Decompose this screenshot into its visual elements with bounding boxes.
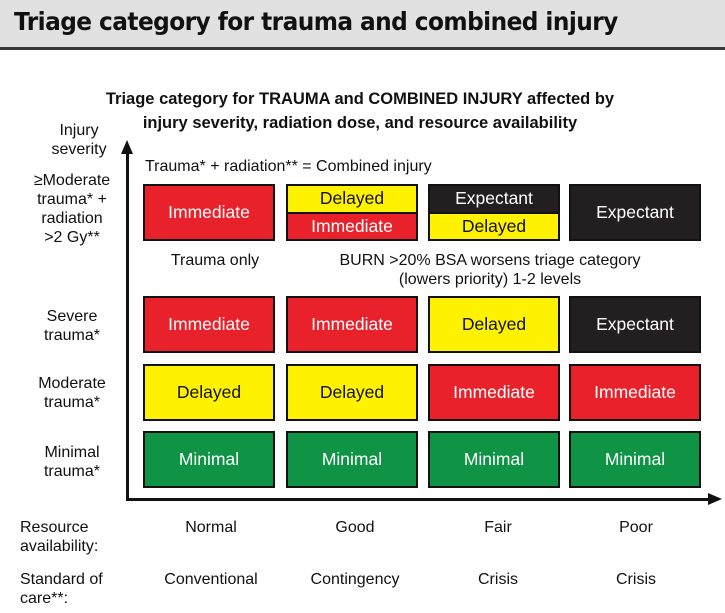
header-band: Triage category for trauma and combined …: [0, 0, 725, 50]
triage-category-label: Immediate: [453, 382, 535, 402]
triage-category-label: Immediate: [311, 215, 393, 236]
triage-category-label: Minimal: [321, 449, 383, 469]
triage-cell-bottom-half: Immediate: [288, 211, 416, 239]
triage-category-label: Delayed: [319, 382, 385, 402]
triage-category-label: Expectant: [455, 188, 533, 209]
care-contingency: Contingency: [310, 571, 400, 588]
care-crisis-poor: Crisis: [616, 571, 656, 588]
triage-cell-moderate-good: Delayed: [286, 364, 418, 421]
x-axis-line: [126, 498, 710, 501]
triage-cell-combined-normal: Immediate: [143, 184, 275, 241]
triage-cell-moderate-fair: Immediate: [428, 364, 560, 421]
y-axis-arrowhead: [121, 140, 133, 154]
triage-category-label: Delayed: [461, 215, 527, 236]
resource-good: Good: [335, 519, 375, 536]
diagram-subtitle-line-2: injury severity, radiation dose, and res…: [142, 114, 578, 132]
triage-cell-top-half: Delayed: [288, 186, 416, 212]
resource-poor: Poor: [619, 519, 653, 536]
triage-cell-minimal-poor: Minimal: [569, 431, 701, 488]
triage-cell-severe-fair: Delayed: [428, 296, 560, 353]
triage-category-label: Immediate: [168, 314, 250, 334]
triage-cell-moderate-normal: Delayed: [143, 364, 275, 421]
trauma-only-note: Trauma only: [170, 252, 260, 269]
triage-category-label: Immediate: [168, 202, 250, 222]
care-conventional: Conventional: [164, 571, 258, 588]
triage-cell-minimal-normal: Minimal: [143, 431, 275, 488]
triage-category-label: Delayed: [461, 314, 527, 334]
triage-category-label: Immediate: [594, 382, 676, 402]
triage-cell-minimal-good: Minimal: [286, 431, 418, 488]
triage-category-label: Minimal: [463, 449, 525, 469]
triage-category-label: Delayed: [319, 188, 385, 209]
triage-cell-severe-good: Immediate: [286, 296, 418, 353]
triage-category-label: Delayed: [176, 382, 242, 402]
x-axis-arrowhead: [708, 493, 722, 505]
triage-category-label: Minimal: [178, 449, 240, 469]
row-label-combined: ≥Moderate trauma* + radiation >2 Gy**: [33, 172, 111, 246]
triage-category-label: Immediate: [311, 314, 393, 334]
resource-fair: Fair: [484, 519, 512, 536]
resource-normal: Normal: [185, 519, 237, 536]
triage-cell-top-half: Expectant: [430, 186, 558, 212]
care-crisis-fair: Crisis: [478, 571, 518, 588]
triage-category-label: Expectant: [596, 314, 674, 334]
triage-cell-moderate-poor: Immediate: [569, 364, 701, 421]
y-axis-line: [126, 152, 129, 501]
combined-injury-equation: Trauma* + radiation** = Combined injury: [145, 158, 432, 175]
resource-availability-label: Resource availability:: [20, 519, 99, 555]
row-label-minimal: Minimal trauma*: [43, 444, 101, 480]
diagram-subtitle-line-1: Triage category for TRAUMA and COMBINED …: [105, 90, 615, 108]
page-title: Triage category for trauma and combined …: [14, 7, 618, 36]
y-axis-title: Injury severity: [51, 122, 107, 158]
burn-note: BURN >20% BSA worsens triage category (l…: [339, 252, 641, 288]
triage-cell-severe-poor: Expectant: [569, 296, 701, 353]
triage-category-label: Minimal: [604, 449, 666, 469]
triage-category-label: Expectant: [596, 202, 674, 222]
triage-cell-bottom-half: Delayed: [430, 211, 558, 239]
row-label-moderate: Moderate trauma*: [38, 375, 106, 411]
triage-cell-combined-poor: Expectant: [569, 184, 701, 241]
standard-of-care-label: Standard of care**:: [20, 571, 103, 607]
triage-cell-severe-normal: Immediate: [143, 296, 275, 353]
triage-cell-minimal-fair: Minimal: [428, 431, 560, 488]
row-label-severe: Severe trauma*: [43, 308, 101, 344]
